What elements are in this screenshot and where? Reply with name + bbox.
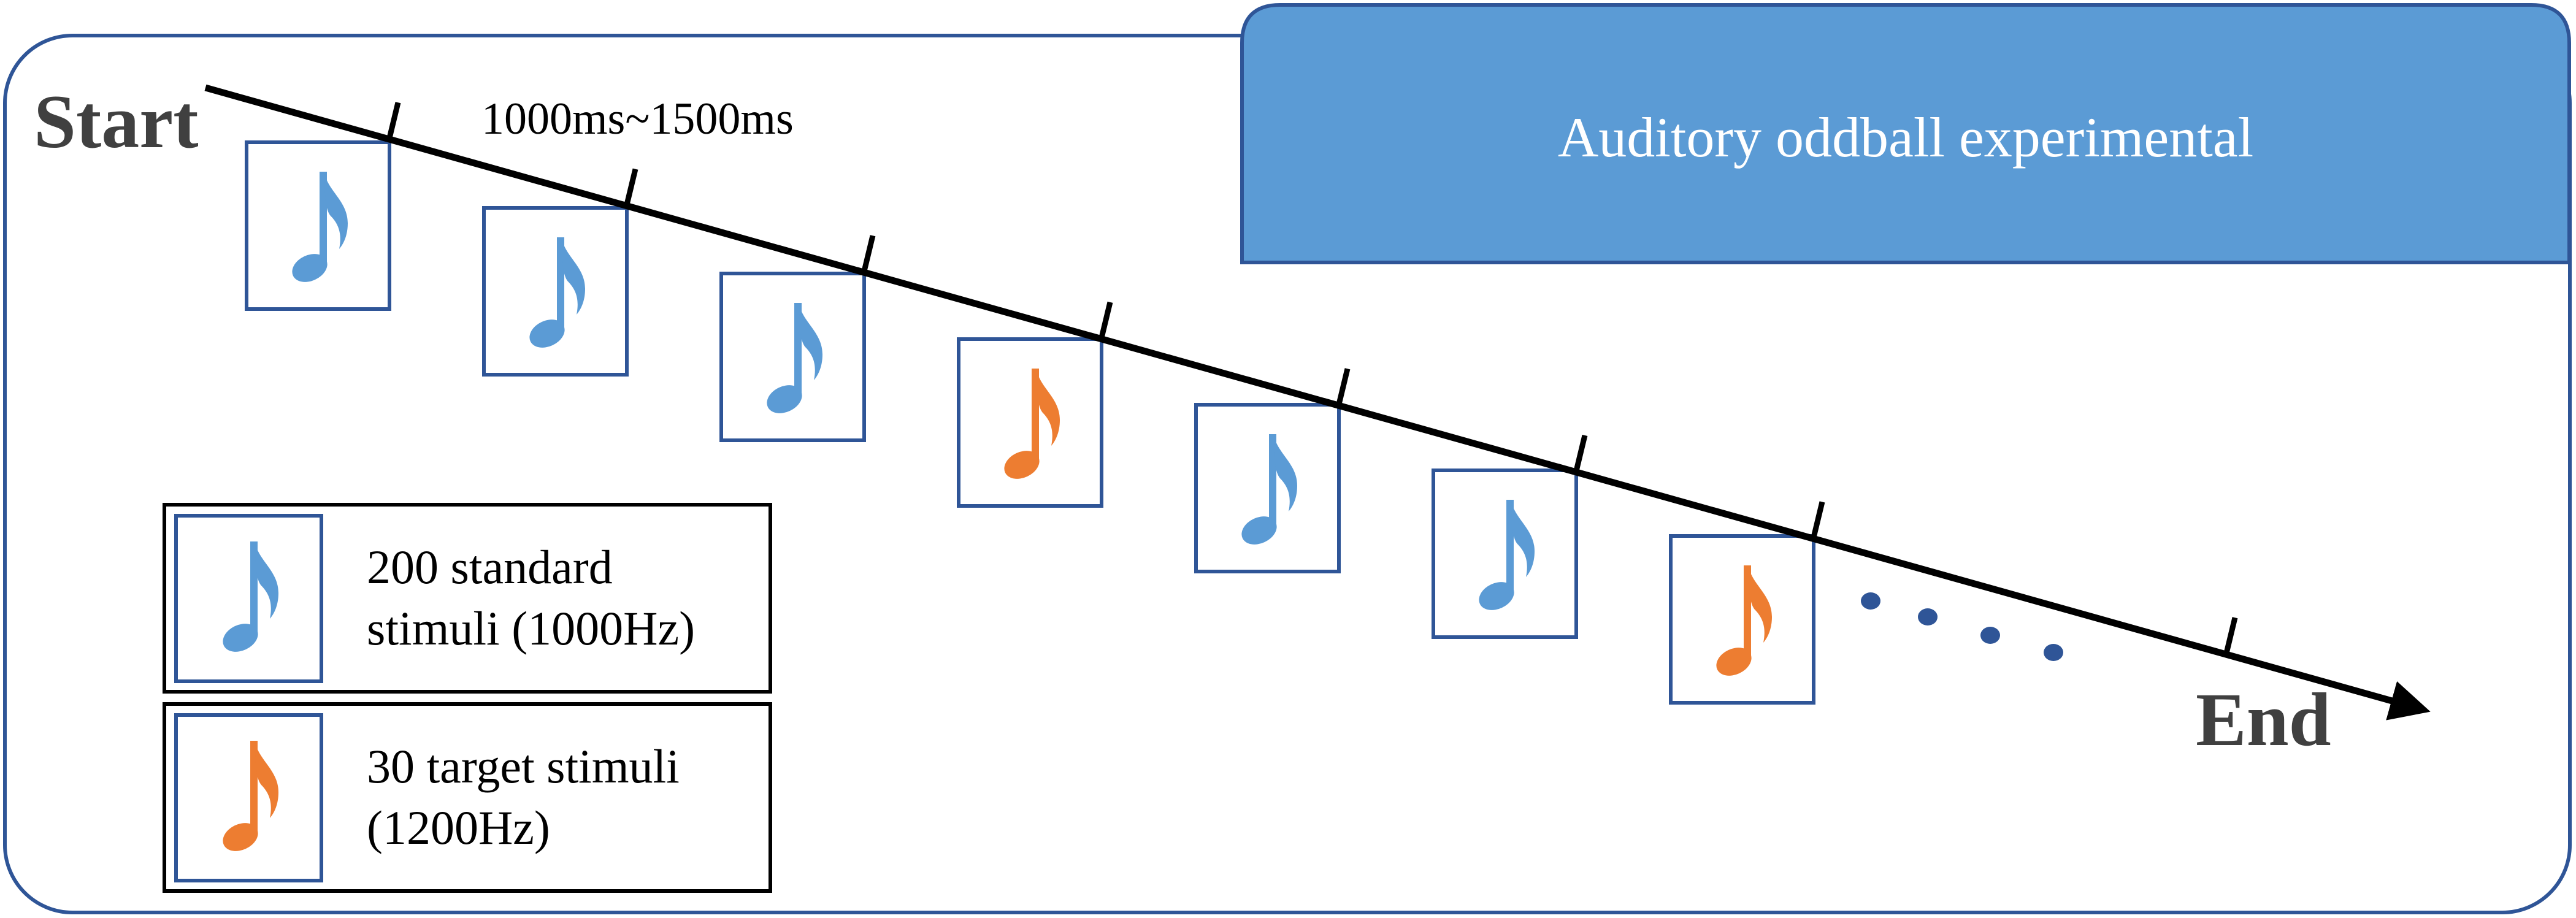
legend-label-line2: stimuli (1000Hz) (367, 602, 695, 655)
timeline-tick (386, 102, 401, 139)
legend-item-standard: 200 standard stimuli (1000Hz) (163, 503, 772, 694)
timeline-tick (2223, 617, 2238, 654)
stimulus-sequence (245, 140, 1815, 705)
timeline-tick (1573, 434, 1588, 472)
legend-label-line1: 200 standard (367, 540, 613, 594)
timeline-ticks (386, 102, 2238, 654)
legend-label-line2: (1200Hz) (367, 801, 550, 854)
timeline-tick (861, 235, 876, 272)
start-label: Start (34, 80, 199, 164)
continuation-dot (1861, 592, 1880, 610)
stimulus-box-target (1669, 534, 1815, 705)
interval-label: 1000ms~1500ms (481, 94, 794, 144)
legend: 200 standard stimuli (1000Hz) 30 target st… (163, 503, 772, 893)
stimulus-box-standard (482, 206, 629, 377)
continuation-dot (2044, 644, 2063, 661)
timeline-tick (1336, 368, 1351, 405)
timeline-tick (1811, 501, 1825, 538)
timeline-tick (624, 168, 638, 205)
title-text: Auditory oddball experimental (1558, 106, 2253, 169)
continuation-dots (1861, 592, 2063, 661)
continuation-dot (1918, 608, 1938, 625)
timeline-arrow (204, 84, 2431, 721)
stimulus-box-standard (719, 272, 866, 442)
legend-label-line1: 30 target stimuli (367, 740, 680, 793)
stimulus-box-standard (1432, 469, 1578, 639)
stimulus-box-standard (245, 140, 391, 311)
stimulus-box-standard (1194, 403, 1341, 573)
legend-item-target: 30 target stimuli (1200Hz) (163, 702, 772, 893)
title-banner (1240, 3, 2571, 264)
end-label: End (2196, 678, 2331, 762)
stimulus-box-target (957, 337, 1103, 508)
continuation-dot (1980, 627, 2000, 644)
timeline-tick (1098, 301, 1113, 339)
